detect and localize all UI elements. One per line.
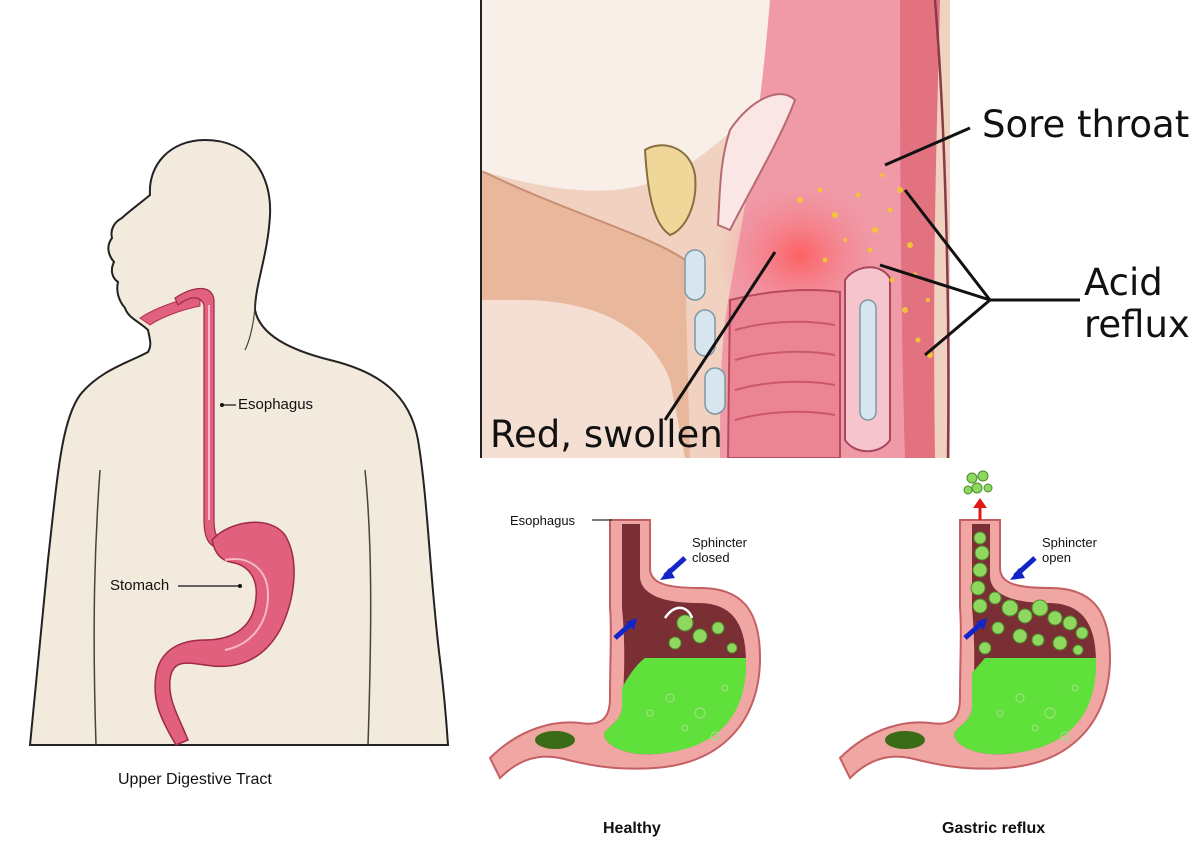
acid-reflux-label-line2: reflux xyxy=(1084,303,1190,346)
red-swollen-label: Red, swollen xyxy=(490,413,723,456)
mouth-cavity xyxy=(139,294,201,326)
stomach-comparison-illustration xyxy=(489,470,1111,779)
comparison-esophagus-label: Esophagus xyxy=(510,513,576,528)
throat-reflux-panel: Sore throat Acid reflux Red, swollen xyxy=(480,0,1200,458)
healthy-acid xyxy=(604,658,747,755)
reflux-caption: Gastric reflux xyxy=(942,820,1046,837)
stomach-label: Stomach xyxy=(110,577,170,594)
reflux-stomach xyxy=(839,470,1111,779)
healthy-caption: Healthy xyxy=(603,820,661,837)
reflux-acid xyxy=(954,658,1097,755)
esophagus-label: Esophagus xyxy=(238,396,314,413)
acid-reflux-label-line1: Acid xyxy=(1084,261,1163,304)
healthy-sphincter-line2: closed xyxy=(692,550,730,565)
reflux-sphincter-line1: Sphincter xyxy=(1042,535,1097,550)
torso-silhouette xyxy=(28,138,450,746)
trachea xyxy=(726,289,841,458)
stomach-organ xyxy=(154,521,295,746)
reflux-sphincter-line2: open xyxy=(1042,550,1071,565)
torso-illustration xyxy=(28,138,450,746)
healthy-sphincter-line1: Sphincter xyxy=(692,535,747,550)
inflamed-area xyxy=(715,180,885,330)
stomach-comparison-panel: Esophagus Sphincter closed Healthy Sphin… xyxy=(470,458,1200,854)
diagram-caption: Upper Digestive Tract xyxy=(118,771,272,788)
sore-throat-label: Sore throat xyxy=(982,103,1190,146)
throat-illustration xyxy=(480,0,1200,458)
upper-digestive-tract-panel: Esophagus Stomach Upper Digestive Tract xyxy=(0,0,470,854)
healthy-stomach xyxy=(489,519,761,779)
